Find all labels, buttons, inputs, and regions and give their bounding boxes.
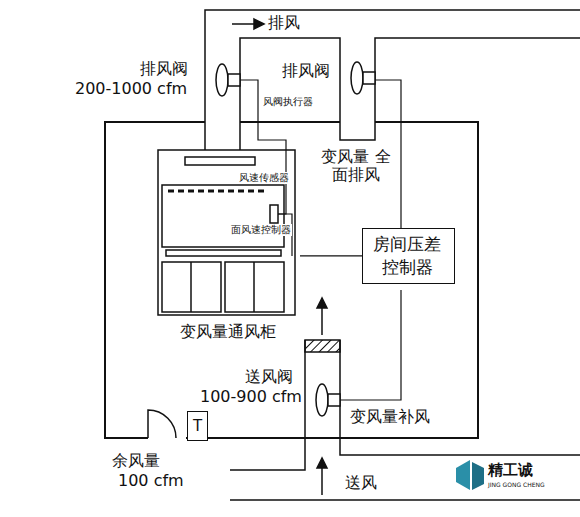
label: 送风 <box>345 474 377 492</box>
node-text: T <box>193 416 202 436</box>
label: 变风量 全面排风 <box>320 148 392 185</box>
node-text: 变风量通风柜 <box>155 321 300 343</box>
control-wire <box>300 255 362 256</box>
watermark-logo <box>456 460 484 490</box>
label: 排风阀 <box>282 62 330 80</box>
sensor-dashes <box>168 190 264 193</box>
door <box>148 410 176 438</box>
node-text: 房间压差 控制器 <box>368 233 446 279</box>
label: 排风阀 <box>140 60 188 78</box>
label: 面风速控制器 <box>230 224 292 236</box>
label: 100 cfm <box>118 472 184 490</box>
fume-hood: 变风量通风柜 <box>155 150 300 345</box>
label: 100-900 cfm <box>200 388 302 406</box>
label: 风阀执行器 <box>262 96 314 108</box>
controller-box: 房间压差 控制器 <box>362 228 455 284</box>
label: 排风 <box>268 14 300 32</box>
label: JING GONG CHENG <box>488 482 545 489</box>
label: 余风量 <box>112 452 160 470</box>
label: 变风量补风 <box>350 408 430 426</box>
label: 精工诚 <box>488 462 533 479</box>
label: 风速传感器 <box>238 172 290 184</box>
room-outline <box>105 122 478 438</box>
label: 200-1000 cfm <box>75 80 187 98</box>
fume-hood <box>158 150 295 315</box>
label: 送风阀 <box>245 368 293 386</box>
thermostat-box: T <box>187 411 208 441</box>
